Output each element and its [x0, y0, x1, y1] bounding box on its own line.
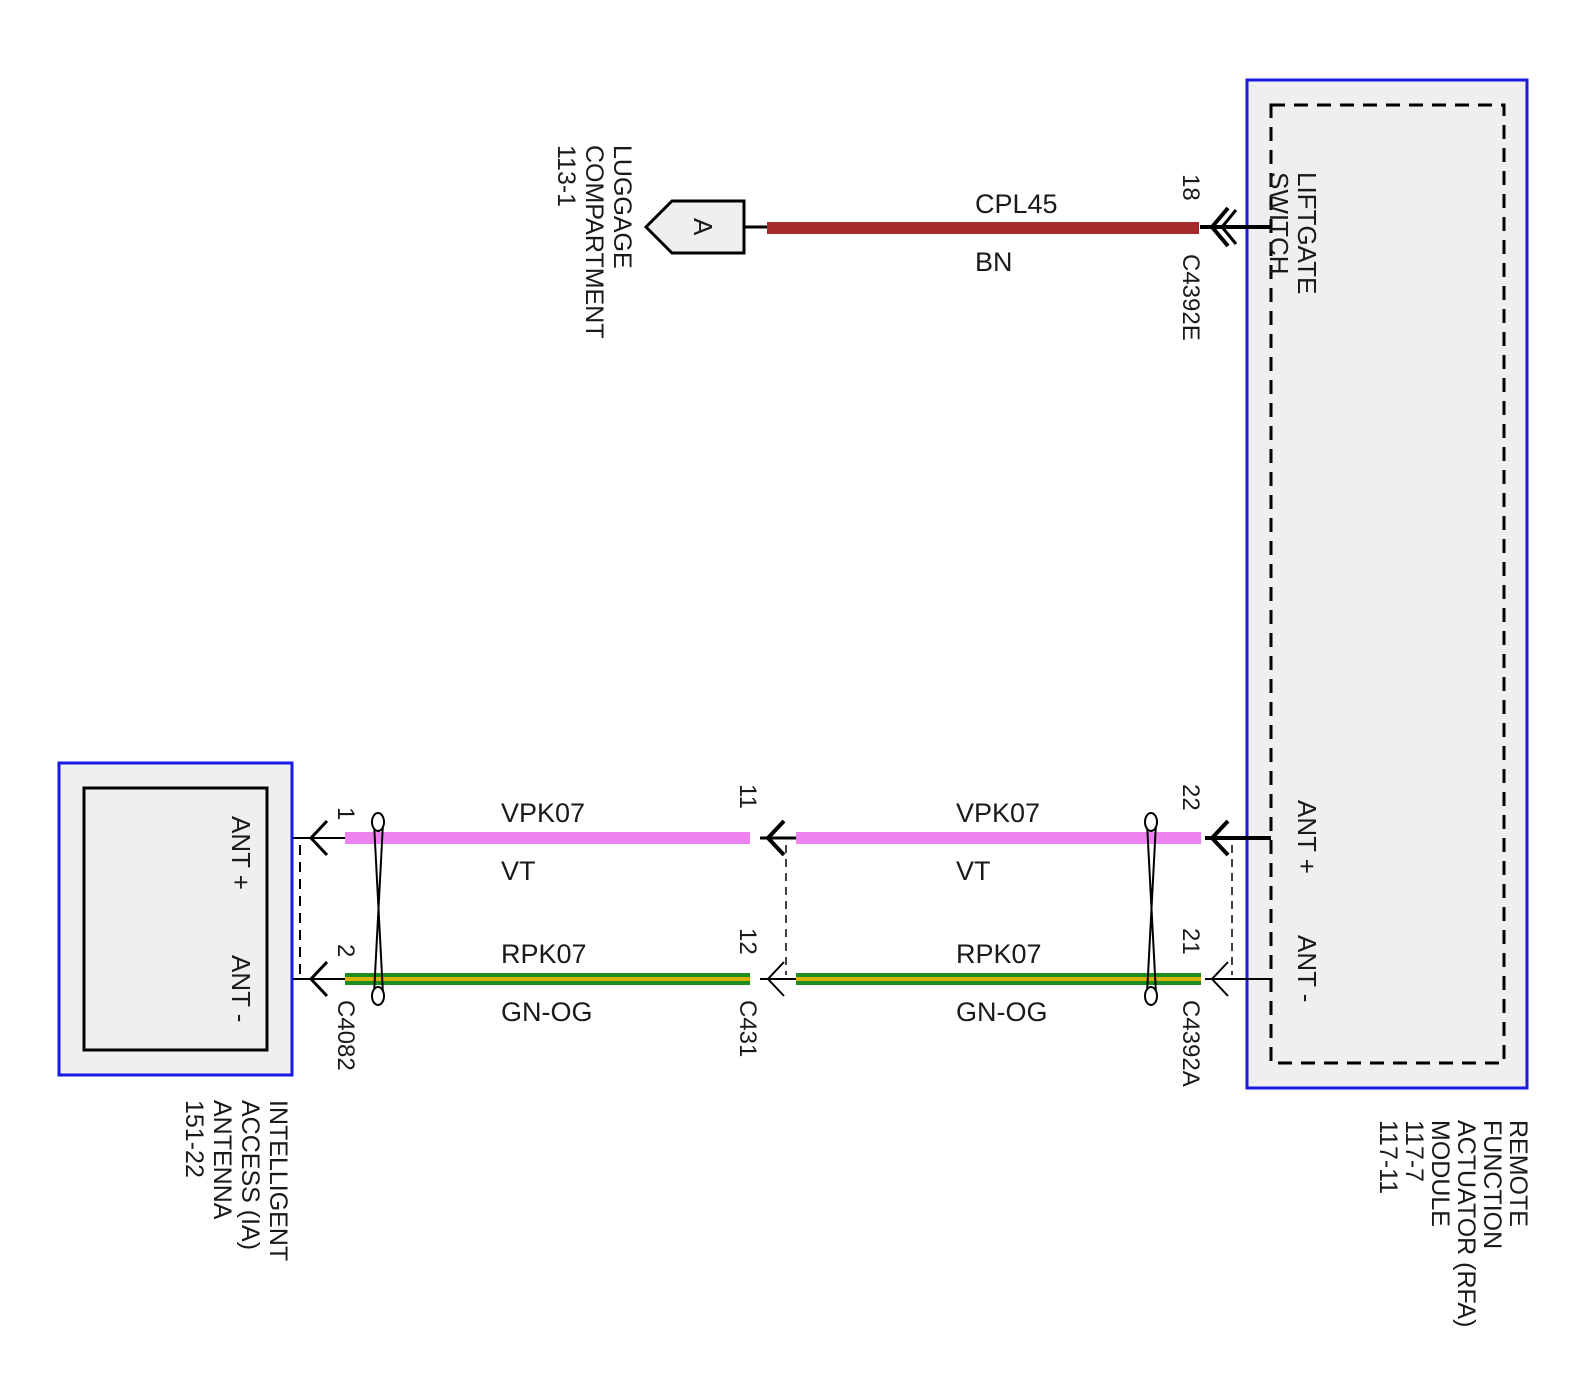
wire-rpk07-right-circuit-label: RPK07: [956, 939, 1042, 969]
wire-rpk07-right-stripe: [796, 977, 1201, 981]
luggage-name-line-3: 113-1: [552, 145, 580, 207]
ia-name-line-4: 151-22: [180, 1100, 208, 1178]
rfa-name-line-5: 117-7: [1400, 1120, 1428, 1182]
wire-gnog-left-color-label: GN-OG: [501, 997, 593, 1027]
luggage-reference-arrow: [643, 199, 746, 255]
rfa-name-line-3: ACTUATOR (RFA): [1452, 1120, 1480, 1327]
wire-rpk07-left-stripe: [345, 977, 750, 981]
reference-letter-a: A: [688, 218, 718, 236]
rfa-name-line-6: 117-11: [1374, 1120, 1402, 1194]
luggage-name-line-2: COMPARTMENT: [580, 145, 608, 339]
connector-c4392e-label: C4392E: [1177, 254, 1204, 341]
luggage-name-line-1: LUGGAGE: [608, 145, 636, 269]
wire-vpk07-right-circuit-label: VPK07: [956, 798, 1040, 828]
wire-vt-right-color-label: VT: [956, 856, 991, 886]
rfa-name-line-4: MODULE: [1426, 1120, 1454, 1227]
wire-gnog-right-color-label: GN-OG: [956, 997, 1048, 1027]
liftgate-circuit: A CPL45 BN 18 C4392E LUGGAGE COMPARTMENT…: [552, 145, 1271, 341]
ia-antenna: ANT + ANT - INTELLIGENT ACCESS (IA) ANTE…: [57, 761, 294, 1261]
antenna-circuits: VPK07 VT RPK07 GN-OG VPK07 VT RPK07 GN-O…: [268, 784, 1271, 1087]
rfa-module: LIFTGATE SWITCH ANT + ANT - REMOTE FUNCT…: [1245, 78, 1532, 1327]
rfa-ant-minus-label: ANT -: [1292, 935, 1322, 1002]
pin-21-label: 21: [1177, 928, 1204, 955]
rfa-module-box: [1245, 78, 1529, 1090]
rfa-name-line-1: REMOTE: [1504, 1120, 1532, 1227]
ia-antenna-inner-box: [82, 786, 269, 1052]
wire-cpl45-color-label: BN: [975, 247, 1013, 277]
pin-1-label: 1: [332, 807, 359, 820]
rfa-name-line-2: FUNCTION: [1478, 1120, 1506, 1249]
wire-vpk07-left: [345, 832, 750, 844]
connector-c4392e-symbol: [1209, 206, 1230, 248]
wire-vpk07-right: [796, 832, 1201, 844]
pin-12-label: 12: [734, 928, 761, 955]
twisted-pair-left: [371, 812, 385, 1006]
connector-c4392a-minus-symbol: [1210, 961, 1229, 997]
connector-c4082-label: C4082: [332, 1000, 359, 1071]
pin-2-label: 2: [332, 944, 359, 957]
ia-ant-minus-label: ANT -: [226, 955, 256, 1022]
pin-22-label: 22: [1177, 784, 1204, 811]
rfa-ant-plus-label: ANT +: [1292, 800, 1322, 874]
connector-c4392e-symbol-inner: [1220, 209, 1238, 245]
wire-rpk07-left-circuit-label: RPK07: [501, 939, 587, 969]
wire-cpl45-circuit-label: CPL45: [975, 189, 1058, 219]
ia-name-line-1: INTELLIGENT: [264, 1100, 292, 1261]
rfa-module-internal-dashed: [1269, 103, 1506, 1065]
liftgate-switch-label-2: SWITCH: [1264, 172, 1294, 275]
pin-18-label: 18: [1177, 174, 1204, 201]
ia-ant-plus-label: ANT +: [226, 816, 256, 890]
connector-c4392a-label: C4392A: [1177, 1000, 1204, 1087]
liftgate-switch-label-1: LIFTGATE: [1292, 172, 1322, 294]
ia-name-line-2: ACCESS (IA): [236, 1100, 264, 1250]
pin-11-label: 11: [734, 784, 761, 809]
twisted-pair-right: [1144, 812, 1158, 1006]
wire-cpl45: [767, 222, 1199, 234]
connector-c431-label: C431: [734, 1000, 761, 1057]
connector-c4392a-plus-symbol: [1209, 819, 1230, 857]
wire-vt-left-color-label: VT: [501, 856, 536, 886]
wire-vpk07-left-circuit-label: VPK07: [501, 798, 585, 828]
ia-name-line-3: ANTENNA: [208, 1100, 236, 1220]
